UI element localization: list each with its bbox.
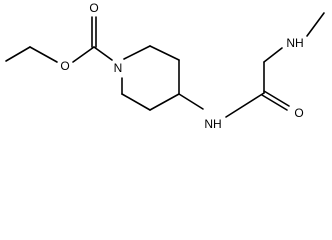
atom-nh-amide: NH <box>204 117 221 131</box>
bond-nh-amide-c <box>225 92 265 118</box>
bond-ring-n-c2 <box>123 45 151 60</box>
atom-nh-amine: NH <box>286 36 303 50</box>
bond-ring-c4-c5 <box>149 93 180 111</box>
bond-amide-double-2 <box>261 94 288 111</box>
bond-ring-c2-c3 <box>149 45 180 61</box>
atom-o-amide: O <box>294 106 303 120</box>
bond-carbonyl-c-n <box>93 46 113 61</box>
bond-amide-double-1 <box>263 90 290 107</box>
bond-ethyl-ch2-o <box>29 46 58 63</box>
molecule-structure: O O N NH O NH <box>5 1 325 131</box>
bond-ch2-nh <box>263 47 283 63</box>
atom-o-carbonyl: O <box>89 1 98 15</box>
bond-c4-nh <box>178 93 204 110</box>
bond-nh-methyl <box>306 12 325 37</box>
atom-o-ester: O <box>60 59 69 73</box>
bond-o-carbonyl-c <box>72 46 95 63</box>
bond-ring-c5-c6 <box>121 93 151 111</box>
atom-n-ring: N <box>114 61 123 75</box>
bond-ethyl-ch3-ch2 <box>5 46 31 62</box>
